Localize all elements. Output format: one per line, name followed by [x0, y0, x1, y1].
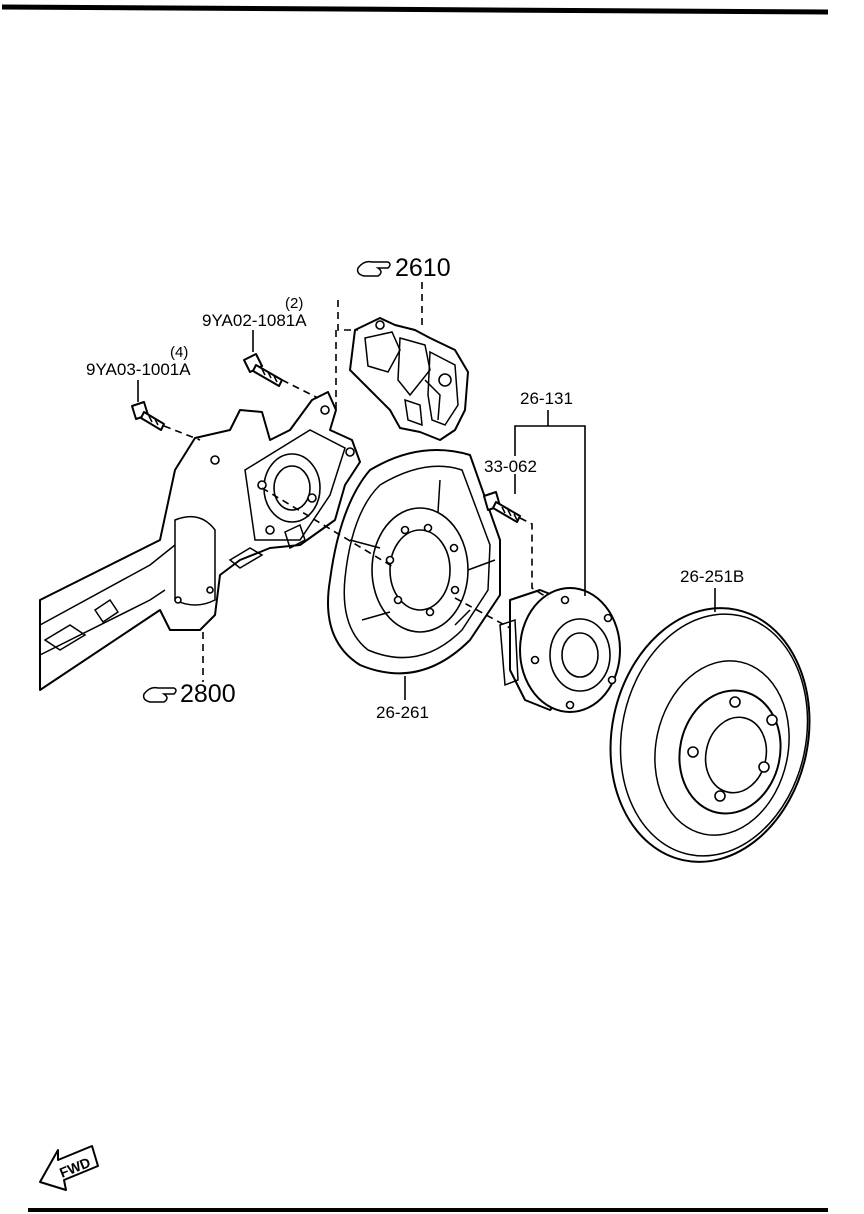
dust-shield-drawing[interactable] [327, 449, 501, 675]
reference-2800-label[interactable]: 2800 [180, 680, 236, 708]
bolt-9ya02-part-number[interactable]: 9YA02-1081A [202, 311, 307, 330]
brake-caliper-drawing[interactable] [349, 317, 469, 441]
reference-hand-icon-2610 [356, 260, 391, 277]
bolt-9ya03-part-number[interactable]: 9YA03-1001A [86, 360, 191, 379]
bolt-9ya02-qty: (2) [285, 295, 303, 312]
dust-shield-part-number[interactable]: 26-261 [376, 703, 429, 722]
bolt-33-062-drawing[interactable] [483, 491, 521, 523]
fwd-arrow-icon: FWD [39, 1145, 99, 1191]
top-border-rule [1, 4, 829, 15]
reference-hand-icon-2800 [142, 686, 177, 703]
wheel-hub-drawing[interactable] [499, 587, 621, 713]
alignment-dashed-lines [163, 282, 549, 682]
hub-assembly-part-number[interactable]: 26-131 [520, 389, 573, 408]
bolt-9ya02-drawing[interactable] [243, 353, 283, 387]
brake-disc-drawing[interactable] [588, 589, 833, 880]
brake-disc-part-number[interactable]: 26-251B [680, 567, 744, 586]
bolt-9ya03-qty: (4) [170, 344, 188, 361]
bolt-9ya03-drawing[interactable] [131, 401, 165, 431]
reference-2610-label[interactable]: 2610 [395, 254, 451, 282]
trailing-arm-drawing[interactable] [39, 391, 361, 691]
leader-lines [137, 330, 716, 700]
hub-bolt-part-number[interactable]: 33-062 [484, 457, 537, 476]
